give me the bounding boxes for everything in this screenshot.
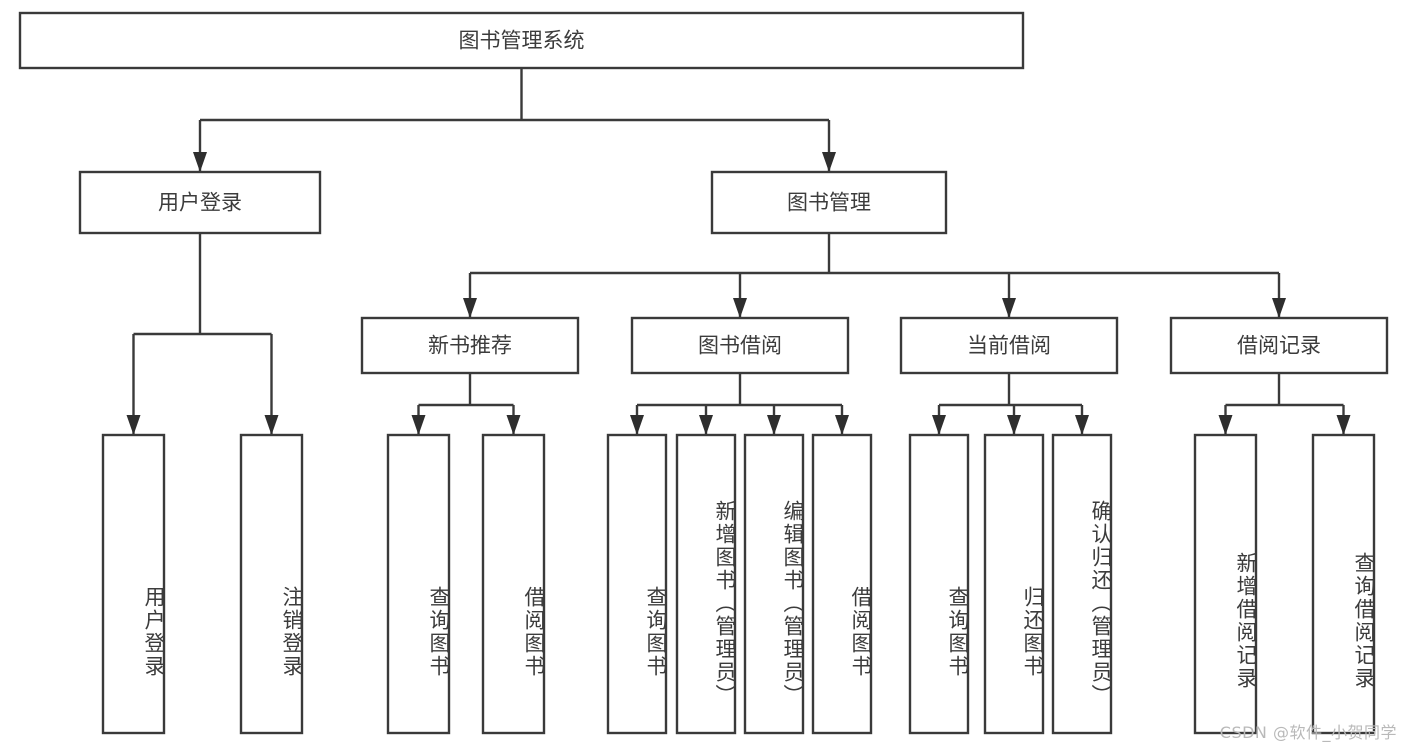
node-box-leaf-query-record[interactable] bbox=[1311, 433, 1376, 735]
arrow-head-icon bbox=[932, 415, 946, 435]
watermark-text: CSDN @软件_小贺同学 bbox=[1219, 723, 1397, 742]
arrow-head-icon bbox=[506, 415, 521, 435]
node-box-leaf-edit-book[interactable] bbox=[743, 433, 805, 735]
arrow-head-icon bbox=[1002, 298, 1016, 318]
arrow-head-icon bbox=[463, 298, 477, 318]
node-box-leaf-borrow-book-1[interactable] bbox=[481, 433, 546, 735]
node-label-borrow-record: 借阅记录 bbox=[1237, 334, 1321, 358]
arrow-head-icon bbox=[1218, 415, 1233, 435]
arrow-head-icon bbox=[193, 152, 207, 172]
node-label-current-borrow: 当前借阅 bbox=[967, 334, 1051, 358]
connectors-layer bbox=[126, 68, 1351, 435]
arrow-head-icon bbox=[1007, 415, 1021, 435]
node-label-user-login: 用户登录 bbox=[158, 191, 242, 215]
node-box-leaf-borrow-book-2[interactable] bbox=[811, 433, 873, 735]
arrow-head-icon bbox=[1272, 298, 1286, 318]
node-label-root: 图书管理系统 bbox=[459, 29, 585, 53]
node-box-leaf-query-book-3[interactable] bbox=[908, 433, 970, 735]
node-box-current-borrow[interactable] bbox=[899, 316, 1119, 375]
node-box-root[interactable] bbox=[18, 11, 1025, 70]
arrow-head-icon bbox=[411, 415, 426, 435]
node-box-borrow-record[interactable] bbox=[1169, 316, 1389, 375]
arrow-head-icon bbox=[822, 152, 836, 172]
node-box-leaf-query-book-1[interactable] bbox=[386, 433, 451, 735]
arrow-head-icon bbox=[733, 298, 747, 318]
arrow-head-icon bbox=[126, 415, 141, 435]
arrow-head-icon bbox=[630, 415, 644, 435]
node-box-leaf-add-book[interactable] bbox=[675, 433, 737, 735]
arrow-head-icon bbox=[1336, 415, 1351, 435]
arrow-head-icon bbox=[699, 415, 713, 435]
node-label-new-book-recommend: 新书推荐 bbox=[428, 334, 512, 358]
node-box-user-login[interactable] bbox=[78, 170, 322, 235]
arrow-head-icon bbox=[1075, 415, 1089, 435]
nodes-layer bbox=[18, 11, 1389, 735]
node-label-book-manage: 图书管理 bbox=[787, 191, 871, 215]
node-label-book-borrow: 图书借阅 bbox=[698, 334, 782, 358]
node-box-leaf-user-login[interactable] bbox=[101, 433, 166, 735]
arrow-head-icon bbox=[264, 415, 279, 435]
node-box-new-book-recommend[interactable] bbox=[360, 316, 580, 375]
node-box-book-manage[interactable] bbox=[710, 170, 948, 235]
node-box-book-borrow[interactable] bbox=[630, 316, 850, 375]
arrow-head-icon bbox=[767, 415, 781, 435]
node-box-leaf-logout[interactable] bbox=[239, 433, 304, 735]
node-box-leaf-confirm-return[interactable] bbox=[1051, 433, 1113, 735]
arrow-head-icon bbox=[835, 415, 849, 435]
node-box-leaf-return-book[interactable] bbox=[983, 433, 1045, 735]
node-box-leaf-add-record[interactable] bbox=[1193, 433, 1258, 735]
node-box-leaf-query-book-2[interactable] bbox=[606, 433, 668, 735]
